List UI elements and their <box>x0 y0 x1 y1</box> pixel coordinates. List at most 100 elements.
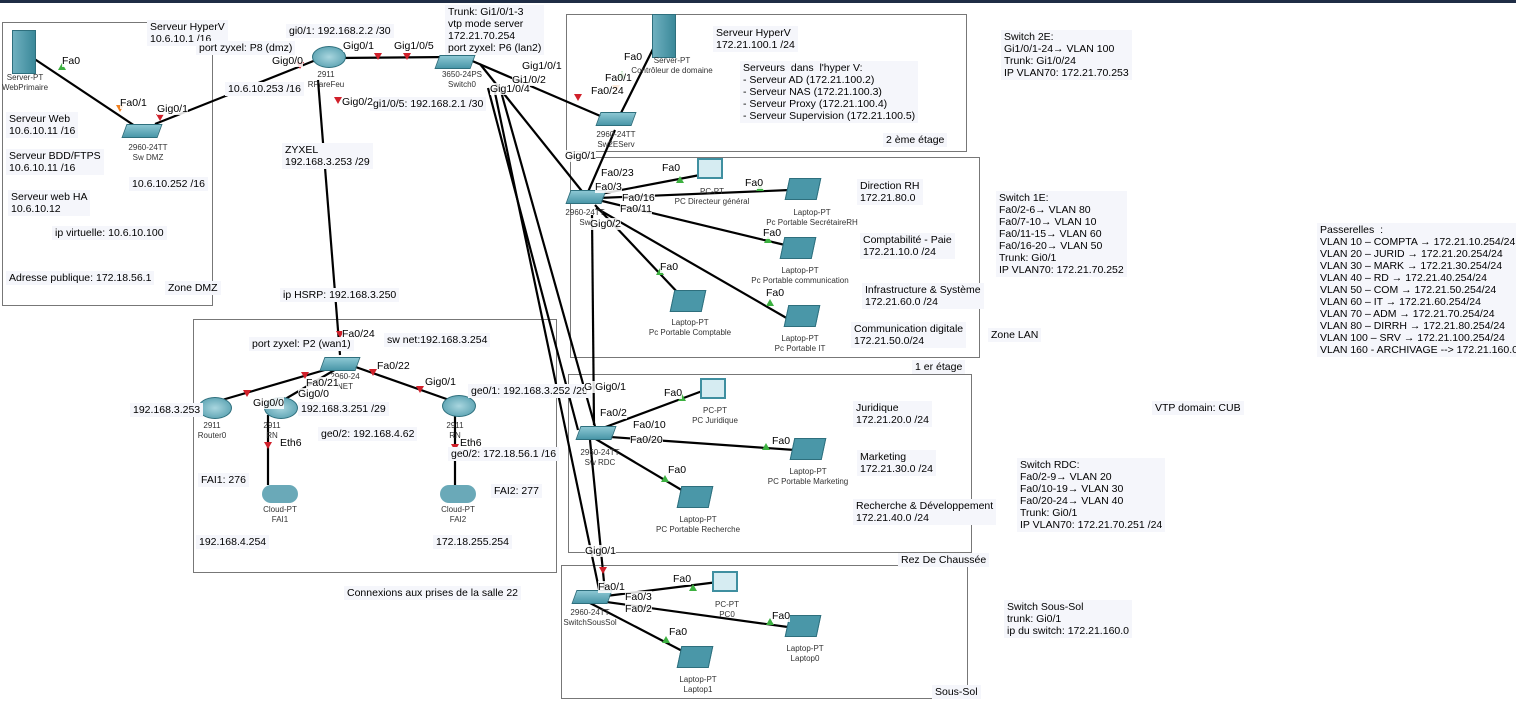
link-status-marker <box>762 443 770 450</box>
network-link[interactable] <box>591 598 796 630</box>
pc-icon[interactable] <box>700 378 726 399</box>
link-status-marker <box>689 584 697 591</box>
port-label: Gig0/1 <box>585 545 616 557</box>
port-label: Eth6 <box>280 437 302 449</box>
device-label: Cloud-PT FAI2 <box>441 505 475 524</box>
laptop-icon[interactable] <box>789 438 827 460</box>
network-link[interactable] <box>486 87 580 431</box>
router-icon[interactable] <box>442 395 476 417</box>
network-link[interactable] <box>32 57 139 129</box>
link-status-marker <box>764 236 772 243</box>
note-switch1e: Switch 1E: Fa0/2-6→ VLAN 80 Fa0/7-10→ VL… <box>996 191 1127 277</box>
note-comdig: Communication digitale 172.21.50.0/24 <box>851 322 967 348</box>
network-link[interactable] <box>595 434 796 452</box>
network-link[interactable] <box>595 207 791 321</box>
laptop-icon[interactable] <box>676 646 714 668</box>
port-label: Fa0/3 <box>625 591 652 603</box>
port-label: Gig1/0/1 <box>522 60 562 72</box>
cloud-icon[interactable] <box>440 485 476 503</box>
laptop-icon[interactable] <box>676 486 714 508</box>
port-label: G Gig0/1 <box>584 381 627 393</box>
network-link[interactable] <box>316 79 342 356</box>
device-label: Cloud-PT FAI1 <box>263 505 297 524</box>
switch-icon[interactable] <box>575 426 617 440</box>
device-label: Laptop-PT Pc Portable Comptable <box>648 318 732 337</box>
laptop-icon[interactable] <box>669 290 707 312</box>
device-label: Laptop-PT Pc Portable communication <box>751 266 849 285</box>
port-label: Gig0/1 <box>425 376 456 388</box>
network-link[interactable] <box>498 87 598 431</box>
device-label: 2911 RPareFeu <box>307 70 345 89</box>
device-label: 2911 Router0 <box>197 421 227 440</box>
note-marketing: Marketing 172.21.30.0 /24 <box>857 450 936 476</box>
pc-icon[interactable] <box>697 158 723 179</box>
note-swdmz-ip: 10.6.10.252 /16 <box>129 177 208 191</box>
network-link[interactable] <box>469 58 606 120</box>
network-link[interactable] <box>590 214 596 426</box>
note-switch2e: Switch 2E: Gi1/0/1-24→ VLAN 100 Trunk: G… <box>1001 30 1132 80</box>
link-status-marker <box>416 386 424 393</box>
link-status-marker <box>156 114 164 121</box>
note-lan-hyperv: Serveur HyperV 172.21.100.1 /24 <box>713 26 798 52</box>
port-label: Fa0 <box>662 162 681 174</box>
port-label: Fa0 <box>668 464 687 476</box>
network-link[interactable] <box>589 580 719 600</box>
switch-icon[interactable] <box>434 55 476 69</box>
network-link[interactable] <box>586 129 617 193</box>
switch-icon[interactable] <box>121 124 163 138</box>
note-hsrp: ip HSRP: 192.168.3.250 <box>280 288 400 302</box>
device-label: Laptop-PT PC Portable Marketing <box>767 467 849 486</box>
server-icon[interactable] <box>652 14 676 58</box>
note-lan-servers: Serveurs dans l'hyper V: - Serveur AD (1… <box>740 61 919 123</box>
network-link[interactable] <box>492 87 602 595</box>
cloud-icon[interactable] <box>262 485 298 503</box>
server-icon[interactable] <box>12 30 36 74</box>
network-link[interactable] <box>214 365 336 404</box>
network-link[interactable] <box>593 437 691 496</box>
port-label: Fa0/24 <box>342 328 375 340</box>
link-status-marker <box>766 618 774 625</box>
port-label: Gig0/0 <box>253 397 284 409</box>
port-label: Fa0 <box>62 55 81 67</box>
port-label: Fa0 <box>669 626 688 638</box>
laptop-icon[interactable] <box>784 178 822 200</box>
port-label: Gig0/0 <box>272 55 303 67</box>
zone-dmz <box>2 22 213 306</box>
device-label: 2960-24 NET <box>330 372 360 391</box>
zone-rdc <box>568 374 972 553</box>
network-link[interactable] <box>591 388 706 434</box>
network-link[interactable] <box>334 55 451 60</box>
note-dmz-webha: Serveur web HA 10.6.10.12 <box>8 190 91 216</box>
port-label: Fa0/24 <box>591 85 624 97</box>
port-label: Fa0/23 <box>601 167 634 179</box>
router-icon[interactable] <box>312 46 346 68</box>
port-label: Gig0/2 <box>590 218 621 230</box>
port-label: Gig0/0 <box>298 388 329 400</box>
laptop-icon[interactable] <box>784 615 822 637</box>
zone-label-floor1: 1 er étage <box>912 360 966 374</box>
device-label: Laptop-PT PC Portable Recherche <box>655 515 741 534</box>
port-label: Gig0/1 <box>343 40 374 52</box>
window-top-bar <box>0 0 1516 3</box>
network-link[interactable] <box>619 44 656 116</box>
note-fw-dmz-ip: 10.6.10.253 /16 <box>225 82 304 96</box>
network-link[interactable] <box>349 363 456 404</box>
network-link[interactable] <box>587 601 691 656</box>
note-vtp: VTP domain: CUB <box>1152 401 1244 415</box>
zone-floor1 <box>570 157 980 358</box>
link-status-marker <box>301 372 309 379</box>
device-label: 2911 RN <box>263 421 281 440</box>
note-dmz-public: Adresse publique: 172.18.56.1 <box>6 271 155 285</box>
switch-icon[interactable] <box>319 357 361 371</box>
laptop-icon[interactable] <box>783 305 821 327</box>
device-label: Laptop-PT Pc Portable IT <box>774 334 826 353</box>
link-status-marker <box>403 53 411 60</box>
zone-wan <box>193 319 557 573</box>
device-label: Laptop-PT Laptop1 <box>679 675 717 694</box>
port-label: Fa0/11 <box>620 203 652 215</box>
laptop-icon[interactable] <box>779 237 817 259</box>
pc-icon[interactable] <box>712 571 738 592</box>
switch-icon[interactable] <box>595 112 637 126</box>
link-status-marker <box>661 475 669 482</box>
network-link[interactable] <box>588 439 607 593</box>
